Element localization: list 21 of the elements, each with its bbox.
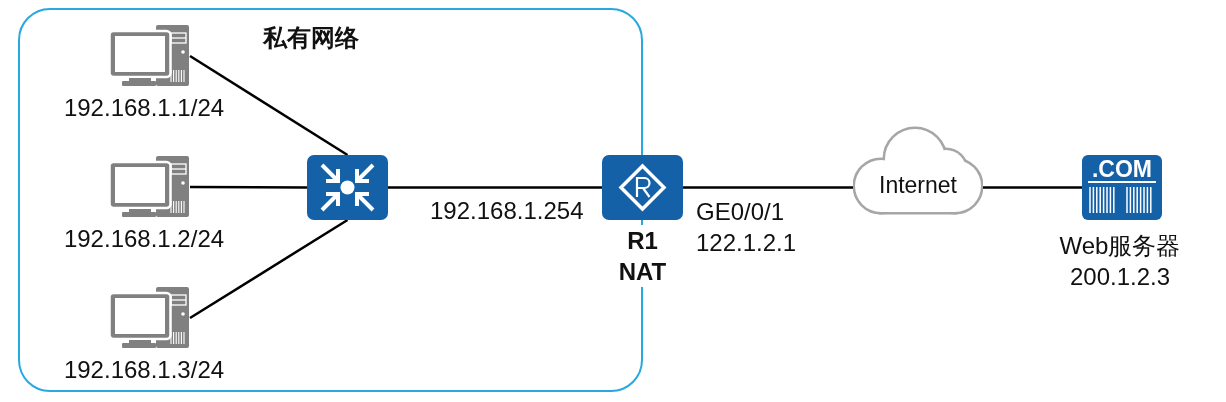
computer-icon bbox=[108, 25, 190, 87]
zone-title: 私有网络 bbox=[263, 23, 359, 53]
connection-line bbox=[190, 185, 307, 189]
switch-icon bbox=[307, 155, 388, 220]
cloud-label: Internet bbox=[879, 171, 957, 199]
computer-icon bbox=[108, 156, 190, 218]
server-name-label: Web服务器 bbox=[1059, 231, 1181, 261]
domain-label: .COM bbox=[1091, 157, 1153, 181]
connection-line bbox=[189, 218, 349, 320]
connection-line bbox=[189, 54, 349, 157]
connection-line bbox=[683, 186, 853, 189]
router-name-label: R1 bbox=[625, 225, 660, 256]
connection-line bbox=[983, 186, 1082, 189]
connection-line bbox=[388, 186, 602, 189]
server-ip-label: 200.1.2.3 bbox=[1069, 262, 1171, 292]
host-ip-label: 192.168.1.1/24 bbox=[63, 94, 225, 122]
host-ip-label: 192.168.1.2/24 bbox=[63, 225, 225, 253]
interface-ip-label: 192.168.1.254 bbox=[430, 197, 584, 225]
interface-ip-label: GE0/0/1 122.1.2.1 bbox=[696, 197, 797, 258]
host-ip-label: 192.168.1.3/24 bbox=[63, 356, 225, 384]
computer-icon bbox=[108, 287, 190, 349]
